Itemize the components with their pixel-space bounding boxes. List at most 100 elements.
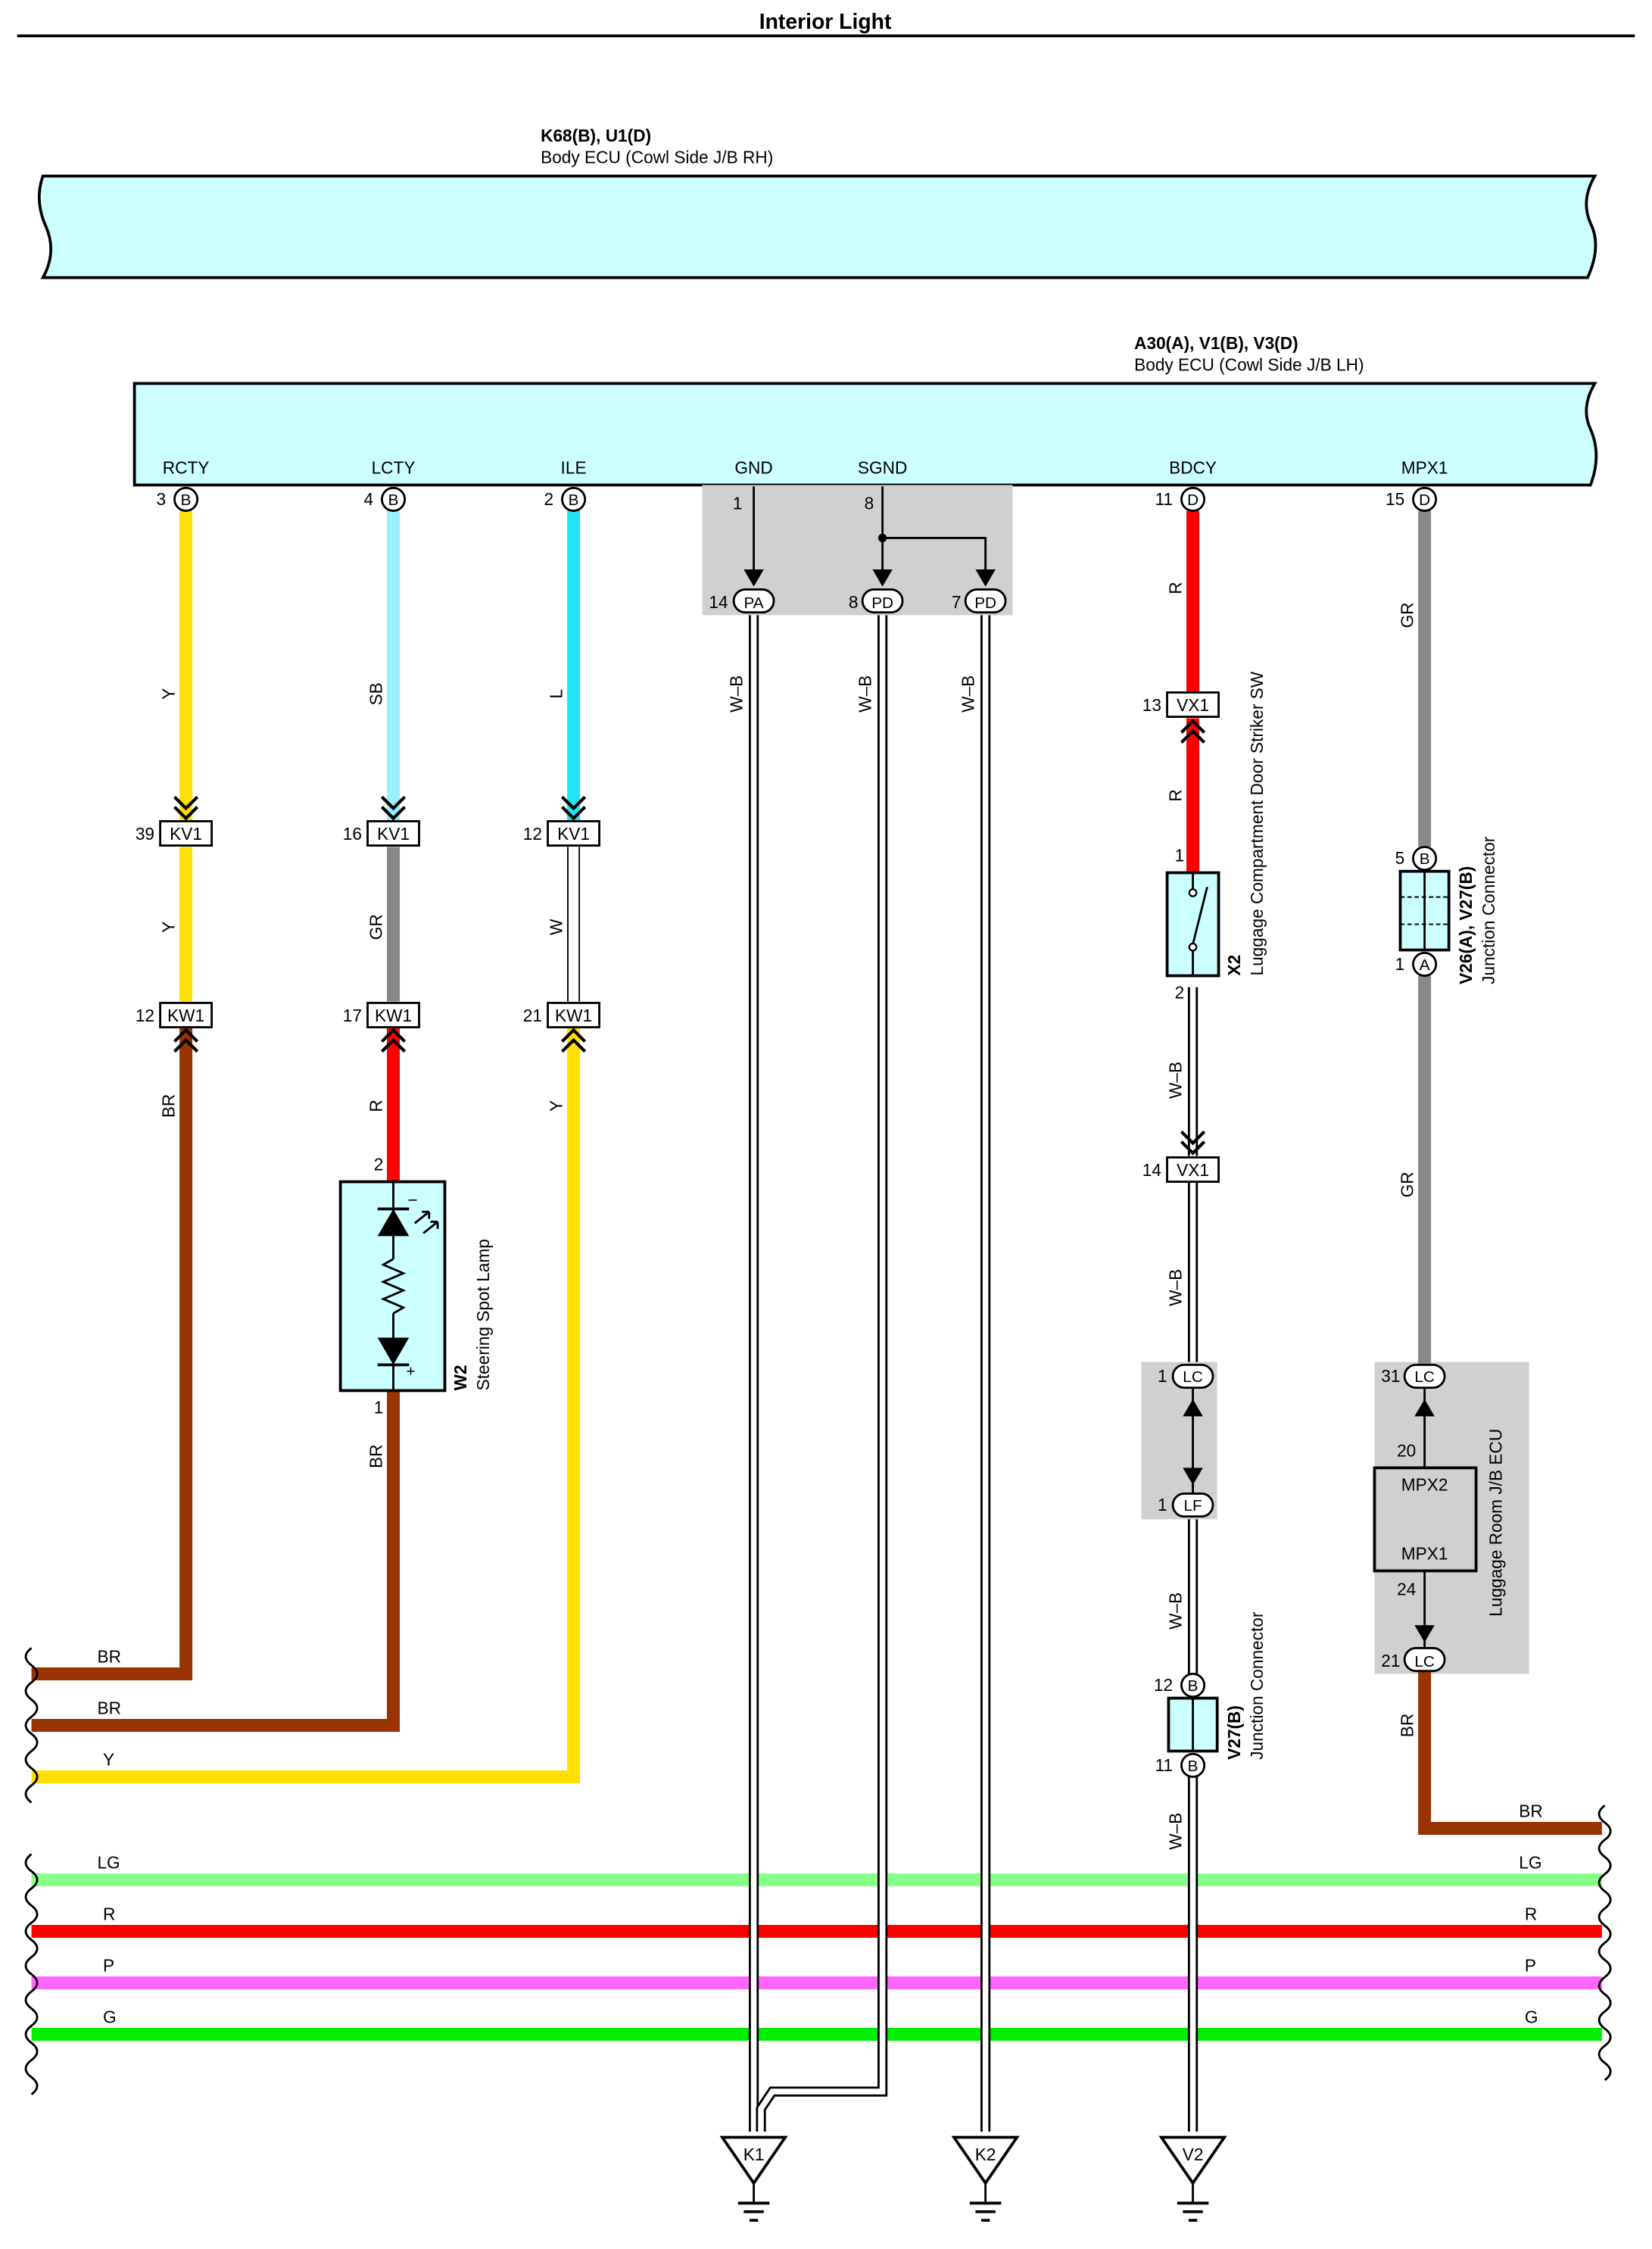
terminal-bdcy: BDCY [1169,457,1217,477]
ecu-lh-name: Body ECU (Cowl Side J/B LH) [1134,354,1364,374]
svg-text:20: 20 [1397,1440,1416,1460]
svg-text:D: D [1187,491,1198,509]
svg-text:L: L [546,689,566,699]
svg-text:D: D [1419,491,1430,509]
svg-text:BR: BR [1398,1714,1417,1737]
wire-rcty [31,510,193,1680]
svg-text:−: − [407,1190,417,1210]
svg-text:G: G [1525,2007,1538,2026]
ground-v2: V2 [1158,2135,1227,2222]
svg-text:GR: GR [1398,1171,1417,1197]
svg-text:GR: GR [366,914,385,940]
svg-text:X2: X2 [1224,955,1244,976]
svg-text:VX1: VX1 [1177,1160,1209,1180]
svg-text:12: 12 [523,824,542,844]
svg-text:B: B [181,491,192,509]
svg-text:Y: Y [158,922,178,933]
terminal-ile: ILE [561,457,587,477]
svg-text:W–B: W–B [726,675,746,713]
svg-text:LG: LG [97,1852,120,1872]
ecu-lh-pins: 3 B 4 B 2 B 1 8 11 D 15 D [157,486,1438,513]
luggage-door-switch: 1 2 X2 Luggage Compartment Door Striker … [1165,671,1267,1003]
svg-text:P: P [103,1955,114,1975]
svg-text:1: 1 [1158,1495,1167,1514]
svg-text:BR: BR [97,1698,120,1717]
terminal-gnd: GND [734,457,772,477]
svg-text:Y: Y [158,688,178,700]
svg-text:PD: PD [871,594,893,612]
svg-text:V27(B): V27(B) [1224,1705,1244,1760]
svg-text:13: 13 [1142,695,1161,715]
svg-text:V26(A), V27(B): V26(A), V27(B) [1456,866,1476,984]
svg-text:R: R [103,1904,115,1923]
svg-text:K2: K2 [975,2145,996,2164]
svg-text:R: R [1165,789,1185,801]
wire-mpx [1418,510,1602,1835]
wire-lcty [31,510,401,1732]
svg-text:2: 2 [544,489,554,509]
svg-text:+: + [407,1362,416,1380]
svg-text:BR: BR [97,1646,120,1666]
svg-text:KV1: KV1 [557,824,590,844]
ecu-rh-block [37,174,1597,279]
svg-text:14: 14 [1142,1160,1161,1180]
svg-text:11: 11 [1155,489,1174,509]
svg-text:MPX2: MPX2 [1401,1475,1448,1495]
lc-lf-connectors: 1 LC 1 LF [1158,1363,1214,1518]
svg-text:4: 4 [363,489,373,509]
svg-text:Steering Spot Lamp: Steering Spot Lamp [473,1239,493,1390]
svg-text:W–B: W–B [1165,1269,1185,1306]
svg-text:B: B [388,491,399,509]
terminal-sgnd: SGND [858,457,907,477]
svg-text:KW1: KW1 [555,1006,592,1025]
svg-text:A: A [1420,956,1430,974]
ecu-lh-block [132,382,1598,487]
svg-text:LC: LC [1183,1368,1203,1386]
svg-text:W–B: W–B [856,675,875,713]
luggage-room-jb-ecu: 31 LC 20 MPX2 MPX1 24 21 LC Luggage Room… [1373,1363,1506,1673]
chevrons [173,719,1206,1156]
svg-text:W–B: W–B [1165,1813,1185,1850]
svg-text:PA: PA [744,594,764,612]
ground-k1: K1 [719,2135,788,2222]
svg-text:2: 2 [1175,983,1185,1003]
svg-text:W–B: W–B [1165,1062,1185,1099]
svg-text:BR: BR [158,1094,178,1118]
svg-text:1: 1 [1158,1366,1167,1386]
junction-connector-upper: 5 B 1 A V26(A), V27(B) Junction Connecto… [1395,836,1499,984]
svg-text:V2: V2 [1183,2145,1204,2164]
vx1-connectors: 13 VX1 14 VX1 [1142,691,1220,1183]
gnd-internal [743,486,996,587]
steering-spot-lamp: 2 − + 1 W2 Steering Spot Lamp [338,1154,493,1418]
svg-text:BR: BR [366,1445,385,1468]
terminal-rcty: RCTY [163,457,210,477]
svg-text:1: 1 [1175,845,1185,865]
svg-text:21: 21 [1381,1651,1400,1670]
svg-text:BR: BR [1519,1801,1542,1820]
svg-text:16: 16 [343,824,362,844]
svg-text:Junction Connector: Junction Connector [1247,1611,1267,1760]
svg-text:Luggage Compartment Door Strik: Luggage Compartment Door Striker SW [1247,671,1267,975]
svg-text:KW1: KW1 [167,1006,204,1025]
page-title: Interior Light [759,10,892,34]
svg-text:Luggage Room J/B ECU: Luggage Room J/B ECU [1486,1429,1506,1617]
svg-text:11: 11 [1155,1755,1174,1775]
junction-connector-lower: 12 B 11 B V27(B) Junction Connector [1154,1611,1267,1778]
svg-text:PD: PD [974,594,996,612]
terminal-mpx1: MPX1 [1401,457,1448,477]
svg-text:B: B [1188,1677,1198,1695]
svg-text:VX1: VX1 [1177,695,1209,715]
bus-lines [31,1873,1602,2042]
svg-text:1: 1 [374,1398,384,1418]
kv1-connectors: 39 KV1 16 KV1 12 KV1 [136,820,600,847]
ground-k2: K2 [951,2135,1020,2222]
svg-text:KW1: KW1 [375,1006,412,1025]
svg-text:21: 21 [523,1006,542,1025]
ecu-lh-codes: A30(A), V1(B), V3(D) [1134,333,1298,353]
svg-text:8: 8 [849,592,859,612]
break-marks [24,1647,1612,2095]
svg-text:LC: LC [1414,1368,1435,1386]
svg-text:31: 31 [1381,1366,1400,1386]
svg-text:W–B: W–B [1165,1592,1185,1630]
svg-text:8: 8 [865,494,874,513]
